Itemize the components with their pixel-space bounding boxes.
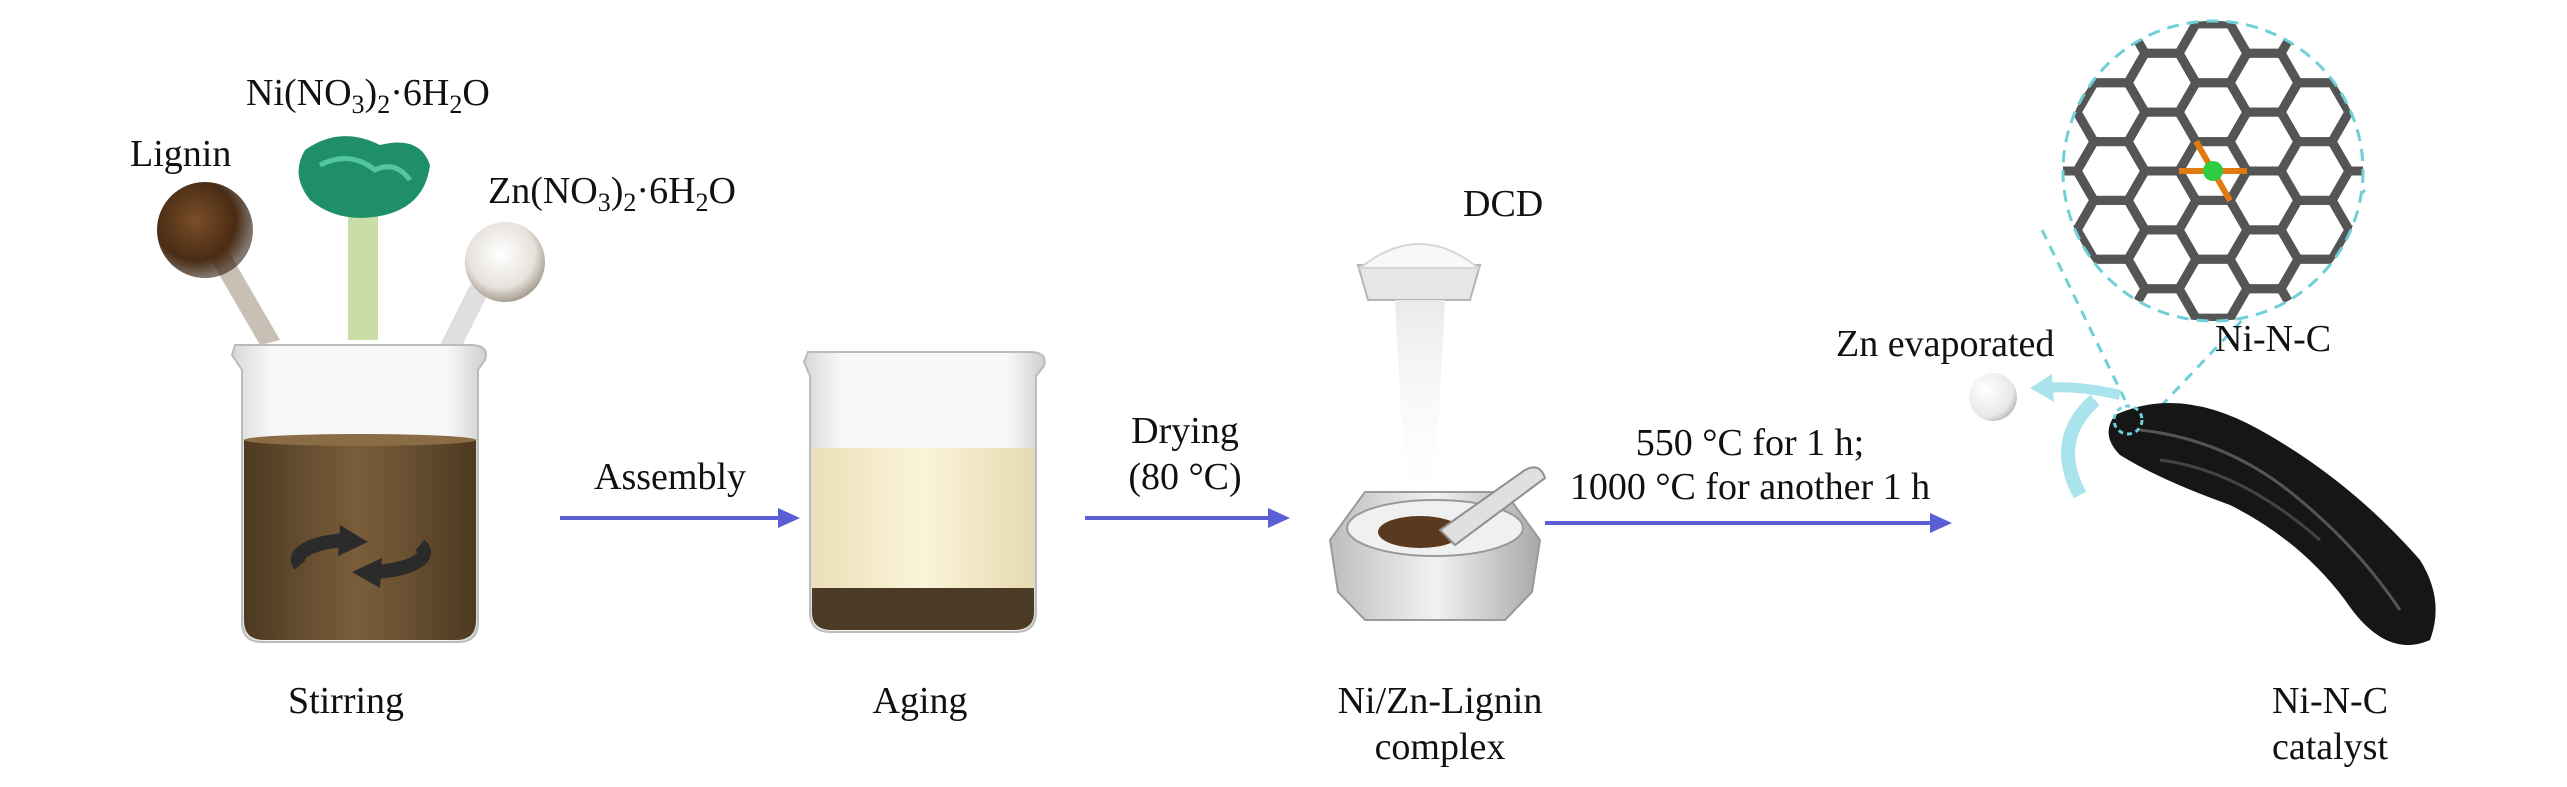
lattice-ring bbox=[1975, 0, 2043, 24]
assembly-label: Assembly bbox=[594, 456, 746, 498]
drying-label-line2: (80 °C) bbox=[1128, 456, 1242, 498]
evaporation-arrowhead bbox=[2030, 374, 2054, 402]
lattice-ring bbox=[2383, 24, 2451, 83]
complex-label-line1: Ni/Zn-Lignin bbox=[1337, 680, 1543, 722]
lattice-ring bbox=[1975, 24, 2043, 83]
zn-atom bbox=[1969, 373, 2017, 421]
sediment-layer bbox=[812, 588, 1034, 630]
dcd-stream bbox=[1395, 300, 1445, 490]
lattice-ring bbox=[2327, 225, 2363, 294]
heating-arrow bbox=[1545, 513, 1952, 533]
ni-n-c-zoom-label: Ni-N-C bbox=[2215, 318, 2332, 360]
aging-beaker bbox=[802, 351, 1046, 633]
nickel-atom bbox=[2203, 161, 2223, 181]
lignin-reagent bbox=[157, 182, 280, 345]
dcd-label: DCD bbox=[1463, 183, 1544, 225]
lattice-ring bbox=[1975, 83, 2043, 142]
lattice-ring bbox=[2383, 200, 2451, 259]
lattice-ring bbox=[2072, 313, 2150, 321]
heating-label-line2: 1000 °C for another 1 h bbox=[1569, 466, 1931, 508]
nickel-stream bbox=[348, 210, 378, 340]
lattice-ring bbox=[2276, 21, 2354, 29]
drying-label-line1: Drying bbox=[1131, 410, 1239, 452]
lattice-ring bbox=[2072, 21, 2150, 29]
lattice-ring bbox=[2383, 318, 2451, 377]
mortar-and-pestle bbox=[1328, 243, 1547, 621]
catalyst-label-line2: catalyst bbox=[2271, 726, 2389, 768]
catalyst-carbon bbox=[2108, 403, 2436, 645]
lattice-ring bbox=[2383, 83, 2451, 142]
zinc-nitrate-reagent bbox=[440, 222, 545, 350]
lattice-ring bbox=[2383, 0, 2451, 24]
zinc-nitrate-label: Zn(NO3)2·6H2O bbox=[488, 170, 736, 217]
lignin-complex-in-mortar bbox=[1378, 516, 1462, 548]
lattice-ring bbox=[2383, 259, 2451, 318]
stir-arrow-left bbox=[290, 533, 346, 570]
stirring-beaker bbox=[230, 344, 487, 643]
lattice-ring bbox=[1975, 259, 2043, 318]
zinc-nitrate-ball bbox=[465, 222, 545, 302]
assembly-arrow bbox=[560, 508, 800, 528]
evaporation-arc bbox=[2061, 394, 2100, 499]
lattice-ring bbox=[2128, 348, 2196, 407]
complex-label-line2: complex bbox=[1374, 726, 1506, 768]
lattice-ring bbox=[2332, 407, 2400, 466]
nickel-nitrate-reagent bbox=[298, 136, 430, 340]
aging-label: Aging bbox=[872, 680, 968, 722]
lattice-ring bbox=[2281, 377, 2349, 436]
stir-arrow-right bbox=[374, 539, 432, 579]
lattice-ring bbox=[2383, 142, 2451, 201]
lattice-ring bbox=[2327, 284, 2363, 321]
drying-arrow bbox=[1085, 508, 1290, 528]
heating-label-line1: 550 °C for 1 h; bbox=[1635, 422, 1865, 464]
lignin-ball bbox=[157, 182, 253, 278]
lignin-label: Lignin bbox=[130, 133, 232, 175]
pestle bbox=[1438, 466, 1547, 547]
zn-evaporated-label: Zn evaporated bbox=[1836, 323, 2055, 365]
zn-evaporation bbox=[1969, 373, 2122, 499]
lattice-ring bbox=[2327, 21, 2363, 58]
lattice-ring bbox=[2174, 313, 2252, 321]
lattice-ring bbox=[2332, 348, 2400, 407]
lattice-ring bbox=[1975, 142, 2043, 201]
aged-solution bbox=[812, 448, 1034, 590]
catalyst-label-line1: Ni-N-C bbox=[2271, 680, 2389, 722]
dcd-dish bbox=[1356, 264, 1482, 301]
stirring-label: Stirring bbox=[287, 680, 405, 722]
nickel-crystals bbox=[298, 136, 430, 218]
dcd-powder bbox=[1357, 243, 1481, 269]
zoom-circle bbox=[2061, 19, 2365, 323]
nickel-nitrate-label: Ni(NO3)2·6H2O bbox=[246, 72, 490, 119]
lattice-ring bbox=[2063, 21, 2099, 58]
lattice-ring bbox=[2383, 377, 2451, 436]
lattice-ring bbox=[1975, 200, 2043, 259]
zinc-stream bbox=[440, 285, 490, 350]
